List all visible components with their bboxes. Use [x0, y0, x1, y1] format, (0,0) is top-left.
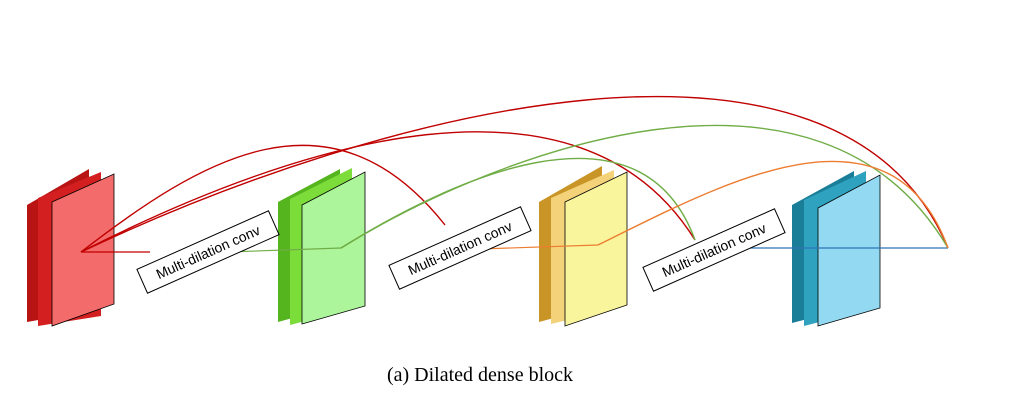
- link-conv1-to-green: [227, 247, 342, 253]
- feature-map-yellow-front: [564, 171, 628, 327]
- conv-block-3: Multi-dilation conv: [642, 208, 786, 292]
- figure-caption: (a) Dilated dense block: [386, 364, 574, 386]
- feature-map-green: [278, 168, 366, 325]
- dense-link-red-2: [80, 131, 696, 253]
- dense-link-orange-1: [597, 160, 949, 249]
- conv-block-1: Multi-dilation conv: [136, 210, 280, 294]
- conv-block-3-box: [642, 208, 786, 292]
- feature-map-blue-front: [817, 174, 881, 327]
- dense-link-red-1: [80, 144, 446, 253]
- link-conv2-to-yellow: [479, 244, 599, 250]
- feature-map-yellow: [539, 166, 628, 327]
- conv-block-1-label: Multi-dilation conv: [154, 222, 263, 282]
- feature-map-blue: [792, 171, 881, 327]
- conv-block-1-box: [136, 210, 280, 294]
- conv-block-3-label: Multi-dilation conv: [660, 220, 769, 280]
- dense-link-green-2: [340, 124, 949, 249]
- dense-link-red-3: [80, 95, 949, 253]
- feature-map-red: [27, 169, 115, 327]
- conv-block-2-box: [388, 206, 532, 290]
